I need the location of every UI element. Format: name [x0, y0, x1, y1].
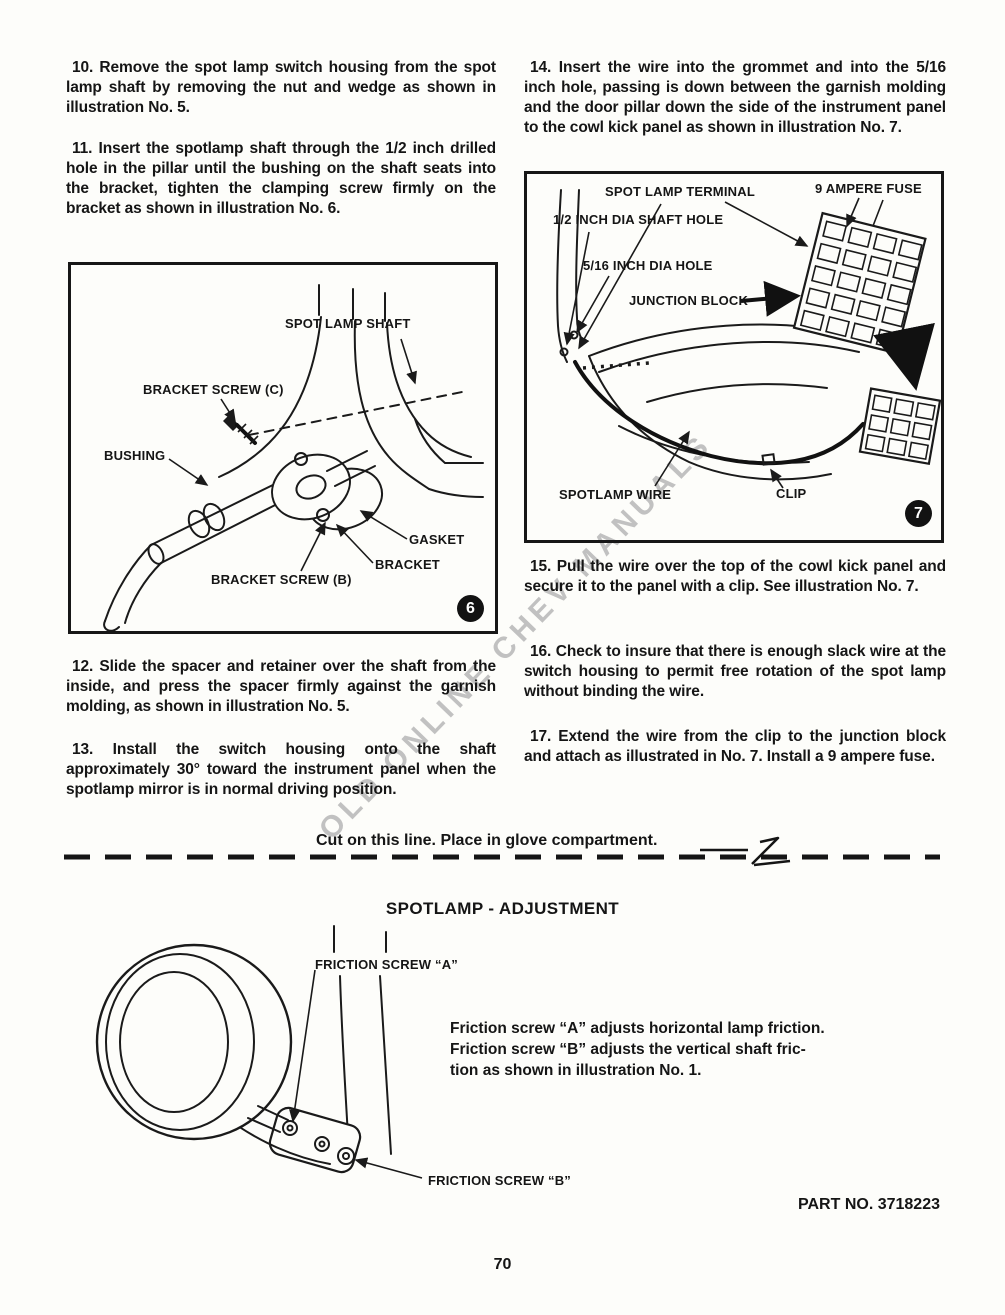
step-17: 17. Extend the wire from the clip to the…	[524, 728, 946, 765]
adjustment-title: SPOTLAMP - ADJUSTMENT	[385, 899, 620, 918]
label-gasket: GASKET	[409, 532, 465, 547]
step-15: 15. Pull the wire over the top of the co…	[524, 558, 946, 595]
dash-wiring-drawing	[556, 189, 941, 489]
friction-screw-b-label: FRICTION SCREW “B”	[428, 1173, 571, 1188]
step-11: 11. Insert the spotlamp shaft through th…	[66, 140, 496, 217]
figure-7-badge: 7	[905, 500, 932, 527]
label-spotlamp-wire: SPOTLAMP WIRE	[559, 487, 672, 502]
label-clip: CLIP	[776, 486, 807, 501]
friction-screw-a-label: FRICTION SCREW “A”	[315, 957, 458, 972]
label-bracket-screw-c: BRACKET SCREW (C)	[143, 382, 284, 397]
spotlamp-adjustment-drawing	[95, 925, 423, 1179]
cut-mark-icon	[700, 836, 791, 867]
step-14: 14. Insert the wire into the grommet and…	[524, 59, 946, 136]
figure-6: SPOT LAMP SHAFT BRACKET SCREW (C) BUSHIN…	[68, 262, 498, 634]
label-bushing: BUSHING	[104, 448, 166, 463]
step-10: 10. Remove the spot lamp switch housing …	[66, 59, 496, 116]
label-5-16-inch-dia-hole: 5/16 INCH DIA HOLE	[583, 258, 713, 273]
step-12: 12. Slide the spacer and retainer over t…	[66, 658, 496, 715]
label-spot-lamp-shaft: SPOT LAMP SHAFT	[285, 316, 411, 331]
cut-dashed-line	[64, 854, 940, 860]
cut-line-instruction: Cut on this line. Place in glove compart…	[316, 832, 658, 849]
label-bracket: BRACKET	[375, 557, 440, 572]
label-junction-block: JUNCTION BLOCK	[629, 293, 749, 308]
label-bracket-screw-b: BRACKET SCREW (B)	[211, 572, 352, 587]
step-13: 13. Install the switch housing onto the …	[66, 741, 496, 798]
part-number: PART NO. 3718223	[798, 1196, 940, 1213]
step-16: 16. Check to insure that there is enough…	[524, 643, 946, 700]
label-spot-lamp-terminal: SPOT LAMP TERMINAL	[605, 184, 755, 199]
label-half-inch-dia-shaft-hole: 1/2 INCH DIA SHAFT HOLE	[553, 212, 724, 227]
page-number: 70	[493, 1256, 512, 1273]
figure-6-badge: 6	[457, 595, 484, 622]
adjustment-note: Friction screw “A” adjusts horizontal la…	[450, 1020, 825, 1079]
label-9-ampere-fuse: 9 AMPERE FUSE	[815, 181, 922, 196]
figure-7: SPOT LAMP TERMINAL 9 AMPERE FUSE 1/2 INC…	[524, 171, 944, 543]
shaft-bracket-drawing	[103, 284, 484, 631]
